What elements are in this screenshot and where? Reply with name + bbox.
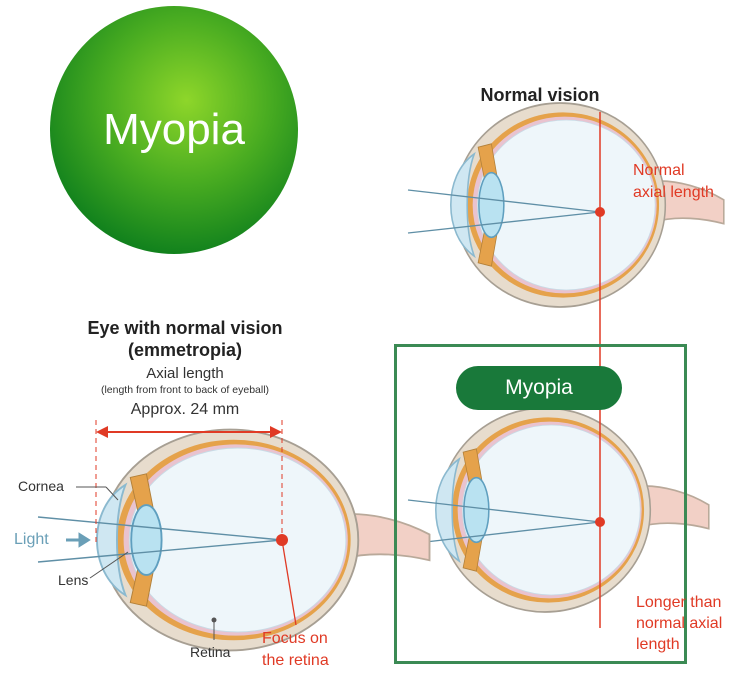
longer-label-2: normal axial <box>636 615 722 633</box>
axial-length-desc: (length from front to back of eyeball) <box>48 384 322 396</box>
light-arrow-icon <box>66 535 88 545</box>
normal-axial-label-1: Normal <box>633 162 685 180</box>
normal-vision-title: Normal vision <box>440 85 640 106</box>
focus-label-1: Focus on <box>262 630 328 648</box>
emmetropia-eye <box>97 430 430 651</box>
axial-length-title: Axial length <box>60 365 310 382</box>
longer-label-3: length <box>636 636 680 654</box>
focus-label-2: the retina <box>262 652 329 670</box>
lens-label: Lens <box>58 572 88 588</box>
retina-label: Retina <box>190 644 230 660</box>
emmetropia-title-2: (emmetropia) <box>60 340 310 361</box>
emmetropia-title-1: Eye with normal vision <box>60 318 310 339</box>
normal-eye <box>451 103 724 307</box>
approx-length: Approx. 24 mm <box>60 401 310 419</box>
light-label: Light <box>14 531 49 549</box>
cornea-label: Cornea <box>18 478 64 494</box>
longer-label-1: Longer than <box>636 594 721 612</box>
normal-axial-label-2: axial length <box>633 184 714 202</box>
myopia-pill: Myopia <box>456 366 622 410</box>
